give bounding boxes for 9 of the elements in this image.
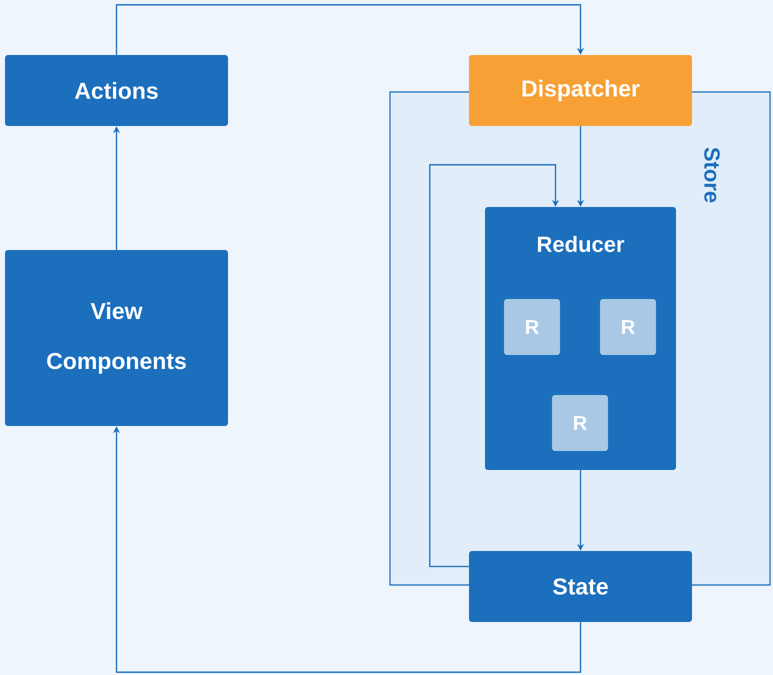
process-box: Dispatcher xyxy=(469,55,692,126)
process-box: State xyxy=(469,551,692,622)
arrow xyxy=(116,4,584,55)
arrow xyxy=(429,164,560,568)
small-box: R xyxy=(600,299,656,355)
small-box: R xyxy=(552,395,608,451)
small-box: R xyxy=(504,299,560,355)
process-box: View Components xyxy=(5,250,228,426)
process-box: Actions xyxy=(5,55,228,126)
